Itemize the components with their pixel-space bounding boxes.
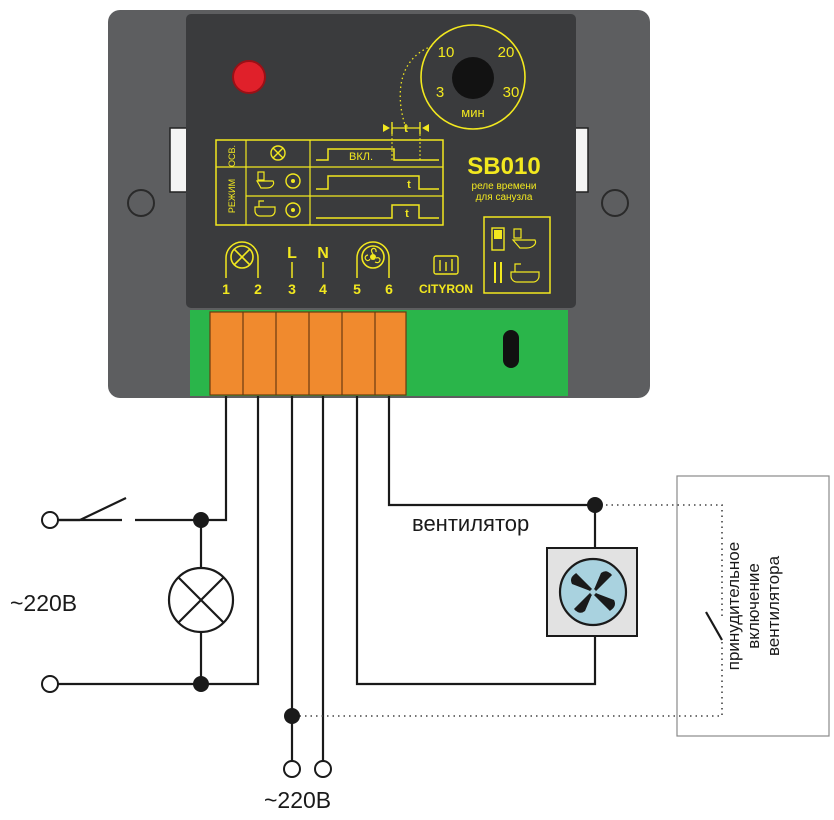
terminal-number-5: 5 xyxy=(353,281,361,297)
knob-mark-30: 30 xyxy=(503,84,520,101)
forced-on-label: принудительное включение вентилятора xyxy=(724,542,783,670)
junction-dot xyxy=(193,676,209,692)
supply-label-bottom: ~220В xyxy=(264,787,331,813)
bath-icon xyxy=(254,200,276,217)
fan-icon-small-1 xyxy=(285,173,301,189)
fan-unit xyxy=(546,547,638,637)
toilet-icon-legend xyxy=(511,228,537,249)
supply-label-left: ~220В xyxy=(10,590,77,616)
screw-hole-right xyxy=(601,189,629,217)
t-label-row2: t xyxy=(407,179,411,191)
model-title: SB010 xyxy=(467,153,540,180)
forced-label-line3: вентилятора xyxy=(764,555,783,656)
knob-mark-3: 3 xyxy=(436,84,444,101)
junction-dot xyxy=(193,512,209,528)
fan-blades-icon xyxy=(571,571,615,613)
row-label-osv: ОСВ. xyxy=(227,145,237,167)
terminal-number-6: 6 xyxy=(385,281,393,297)
bath-icon-legend xyxy=(510,263,540,283)
lamp-icon-small xyxy=(270,145,286,161)
timer-knob[interactable] xyxy=(452,57,494,99)
fan-label: вентилятор xyxy=(412,511,529,536)
n-label: N xyxy=(317,245,329,262)
junction-dot xyxy=(587,497,603,513)
t-label-top: t xyxy=(404,121,408,135)
supply-terminal xyxy=(41,511,59,529)
forced-label-line1: принудительное xyxy=(724,542,743,670)
fan-icon xyxy=(356,241,390,278)
terminal-number-3: 3 xyxy=(288,281,296,297)
junction-dot xyxy=(284,708,300,724)
terminal-block xyxy=(190,310,568,396)
knob-mark-20: 20 xyxy=(498,44,515,61)
forced-switch xyxy=(705,611,723,641)
subtitle-line2: для санузла xyxy=(476,192,533,203)
forced-label-line2: включение xyxy=(744,563,763,649)
l-label: L xyxy=(287,245,297,262)
supply-terminal xyxy=(314,760,332,778)
on-label: ВКЛ. xyxy=(349,151,373,163)
t-label-row3: t xyxy=(405,208,409,220)
screw-hole-left xyxy=(127,189,155,217)
brand-logo: CITYRON xyxy=(419,255,473,296)
supply-terminal xyxy=(41,675,59,693)
subtitle-line1: реле времени xyxy=(472,181,537,192)
terminal-legend: L N 1 2 3 4 5 6 xyxy=(222,241,393,297)
terminal-number-2: 2 xyxy=(254,281,262,297)
knob-unit: мин xyxy=(461,105,484,120)
terminal-number-4: 4 xyxy=(319,281,327,297)
lamp-symbol xyxy=(167,566,235,634)
row-label-rezhim: РЕЖИМ xyxy=(227,179,237,213)
terminal-number-1: 1 xyxy=(222,281,230,297)
toilet-icon xyxy=(255,171,275,189)
mode-jumper-slot[interactable] xyxy=(503,330,519,368)
timing-diagram: ОСВ. РЕЖИМ ВКЛ. t t xyxy=(215,121,444,226)
lamp-icon xyxy=(225,241,259,278)
supply-terminal xyxy=(283,760,301,778)
brand-name: CITYRON xyxy=(419,282,473,296)
mode-legend-box xyxy=(483,216,551,294)
led-indicator xyxy=(232,60,266,94)
timer-knob-group: 10 20 3 30 мин xyxy=(399,24,526,130)
fan-icon-small-2 xyxy=(285,202,301,218)
forced-on-box xyxy=(676,475,830,737)
light-switch xyxy=(79,497,127,521)
wiring xyxy=(58,396,723,762)
knob-mark-10: 10 xyxy=(438,44,455,61)
